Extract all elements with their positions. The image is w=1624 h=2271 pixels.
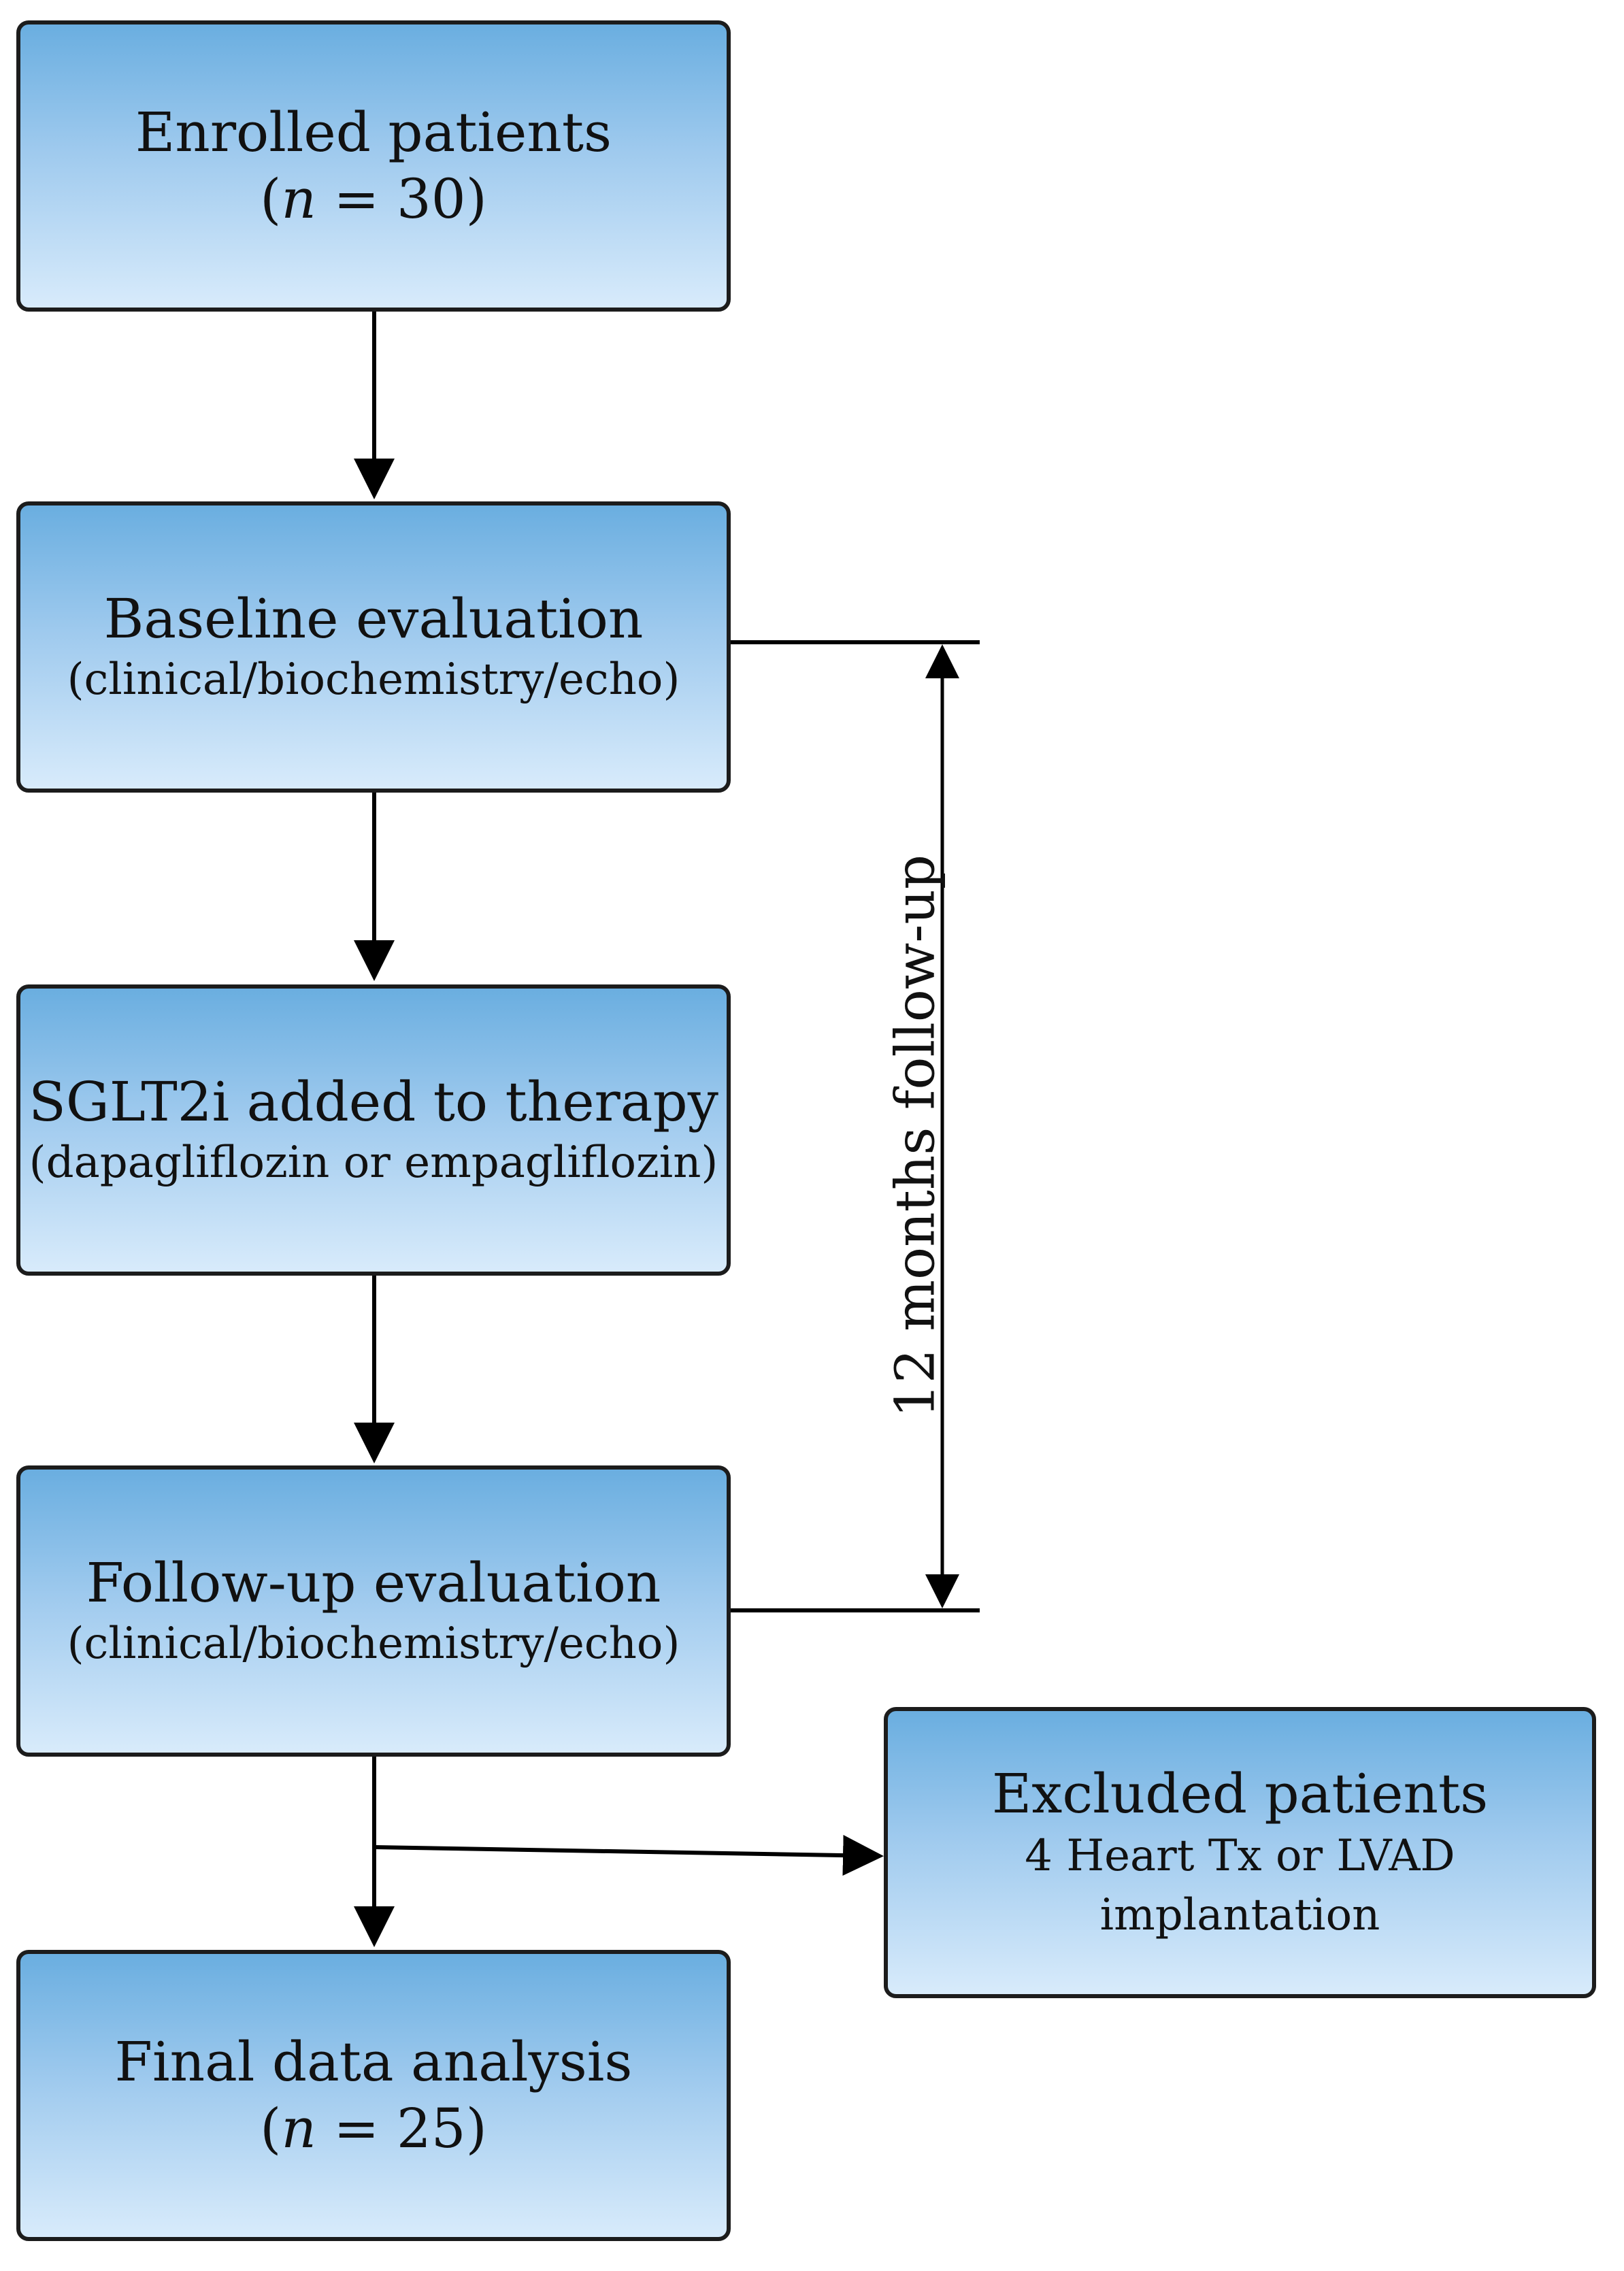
baseline-evaluation-subtitle: (clinical/biochemistry/echo) — [67, 654, 680, 706]
duration-label-text: 12 months follow-up — [883, 854, 947, 1419]
final-analysis-box: Final data analysis (n = 25) — [16, 1950, 731, 2241]
sglt2i-therapy-title: SGLT2i added to therapy — [29, 1070, 718, 1133]
excluded-patients-title: Excluded patients — [991, 1761, 1489, 1825]
baseline-evaluation-box: Baseline evaluation (clinical/biochemist… — [16, 501, 731, 793]
excluded-patients-reason-line1: 4 Heart Tx or LVAD — [1025, 1831, 1455, 1882]
followup-evaluation-title: Follow-up evaluation — [86, 1551, 661, 1614]
baseline-evaluation-title: Baseline evaluation — [103, 586, 644, 650]
excluded-patients-box: Excluded patients 4 Heart Tx or LVAD imp… — [884, 1707, 1596, 1998]
final-analysis-title: Final data analysis — [114, 2030, 633, 2094]
followup-evaluation-subtitle: (clinical/biochemistry/echo) — [67, 1619, 680, 1670]
followup-evaluation-box: Follow-up evaluation (clinical/biochemis… — [16, 1465, 731, 1757]
enrolled-patients-title: Enrolled patients — [135, 101, 612, 165]
sglt2i-therapy-box: SGLT2i added to therapy (dapagliflozin o… — [16, 984, 731, 1276]
excluded-patients-reason-line2: implantation — [1099, 1889, 1380, 1940]
final-analysis-count: (n = 25) — [260, 2097, 487, 2160]
enrolled-patients-box: Enrolled patients (n = 30) — [16, 20, 731, 312]
enrolled-patients-count: (n = 30) — [260, 167, 487, 231]
sglt2i-therapy-subtitle: (dapagliflozin or empagliflozin) — [29, 1138, 718, 1189]
arrow-to-excluded — [374, 1835, 884, 1876]
